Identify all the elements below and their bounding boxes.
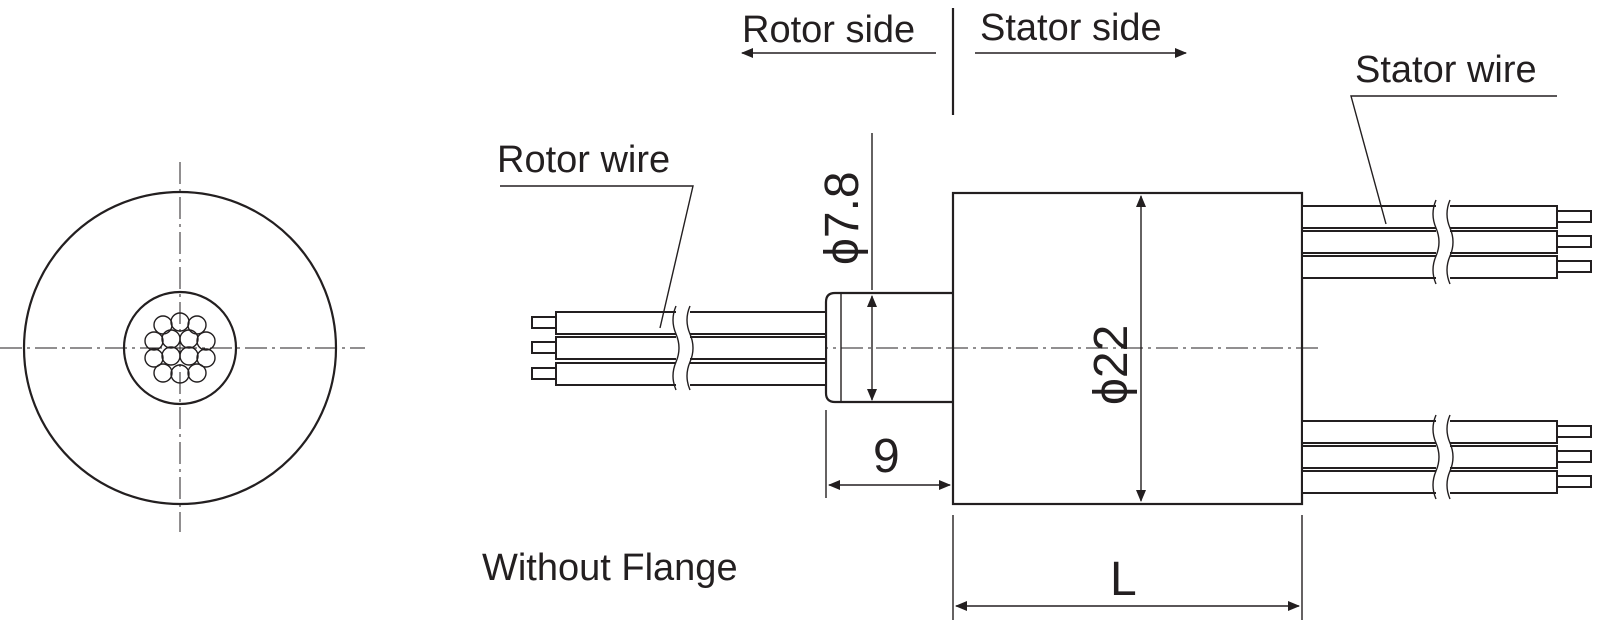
rotor-wires [531, 305, 827, 391]
stator-wire-break-lower-left [1432, 414, 1440, 500]
shaft-diameter-value: ϕ7.8 [816, 171, 869, 265]
stator-wire-break-lower-right [1446, 414, 1454, 500]
shaft-diameter-dimension: ϕ7.8 [816, 133, 877, 401]
stator-wire-label: Stator wire [1355, 49, 1537, 91]
rotor-wire-break-right [686, 305, 694, 391]
rotor-wire-label: Rotor wire [497, 139, 670, 181]
stator-wires-upper [1301, 199, 1592, 285]
rotor-wire-callout: Rotor wire [497, 139, 694, 329]
body-length-value: L [1110, 553, 1137, 606]
stator-side-label: Stator side [980, 7, 1162, 49]
stator-wire-break-upper-right [1446, 199, 1454, 285]
stator-wires-lower [1301, 414, 1592, 500]
body-diameter-dimension: ϕ22 [1085, 195, 1146, 502]
stator-wire-break-upper-left [1432, 199, 1440, 285]
rotor-wire-break-left [672, 305, 680, 391]
stator-wire-leader [1350, 95, 1557, 225]
shaft-length-value: 9 [873, 430, 900, 483]
shaft-length-dimension: 9 [825, 410, 951, 498]
wire-bundle [144, 312, 216, 384]
body-length-dimension: L [952, 515, 1303, 620]
stator-wire-callout: Stator wire [1350, 49, 1557, 225]
drawing-caption: Without Flange [482, 547, 738, 589]
end-view [0, 162, 365, 532]
rotor-side-label: Rotor side [742, 9, 915, 51]
side-indicator: Rotor side Stator side [741, 7, 1187, 115]
shaft-outline-circle [122, 290, 238, 406]
rotor-wire-leader [500, 185, 694, 329]
body-diameter-value: ϕ22 [1085, 325, 1138, 405]
body-outline-circle [22, 190, 338, 506]
